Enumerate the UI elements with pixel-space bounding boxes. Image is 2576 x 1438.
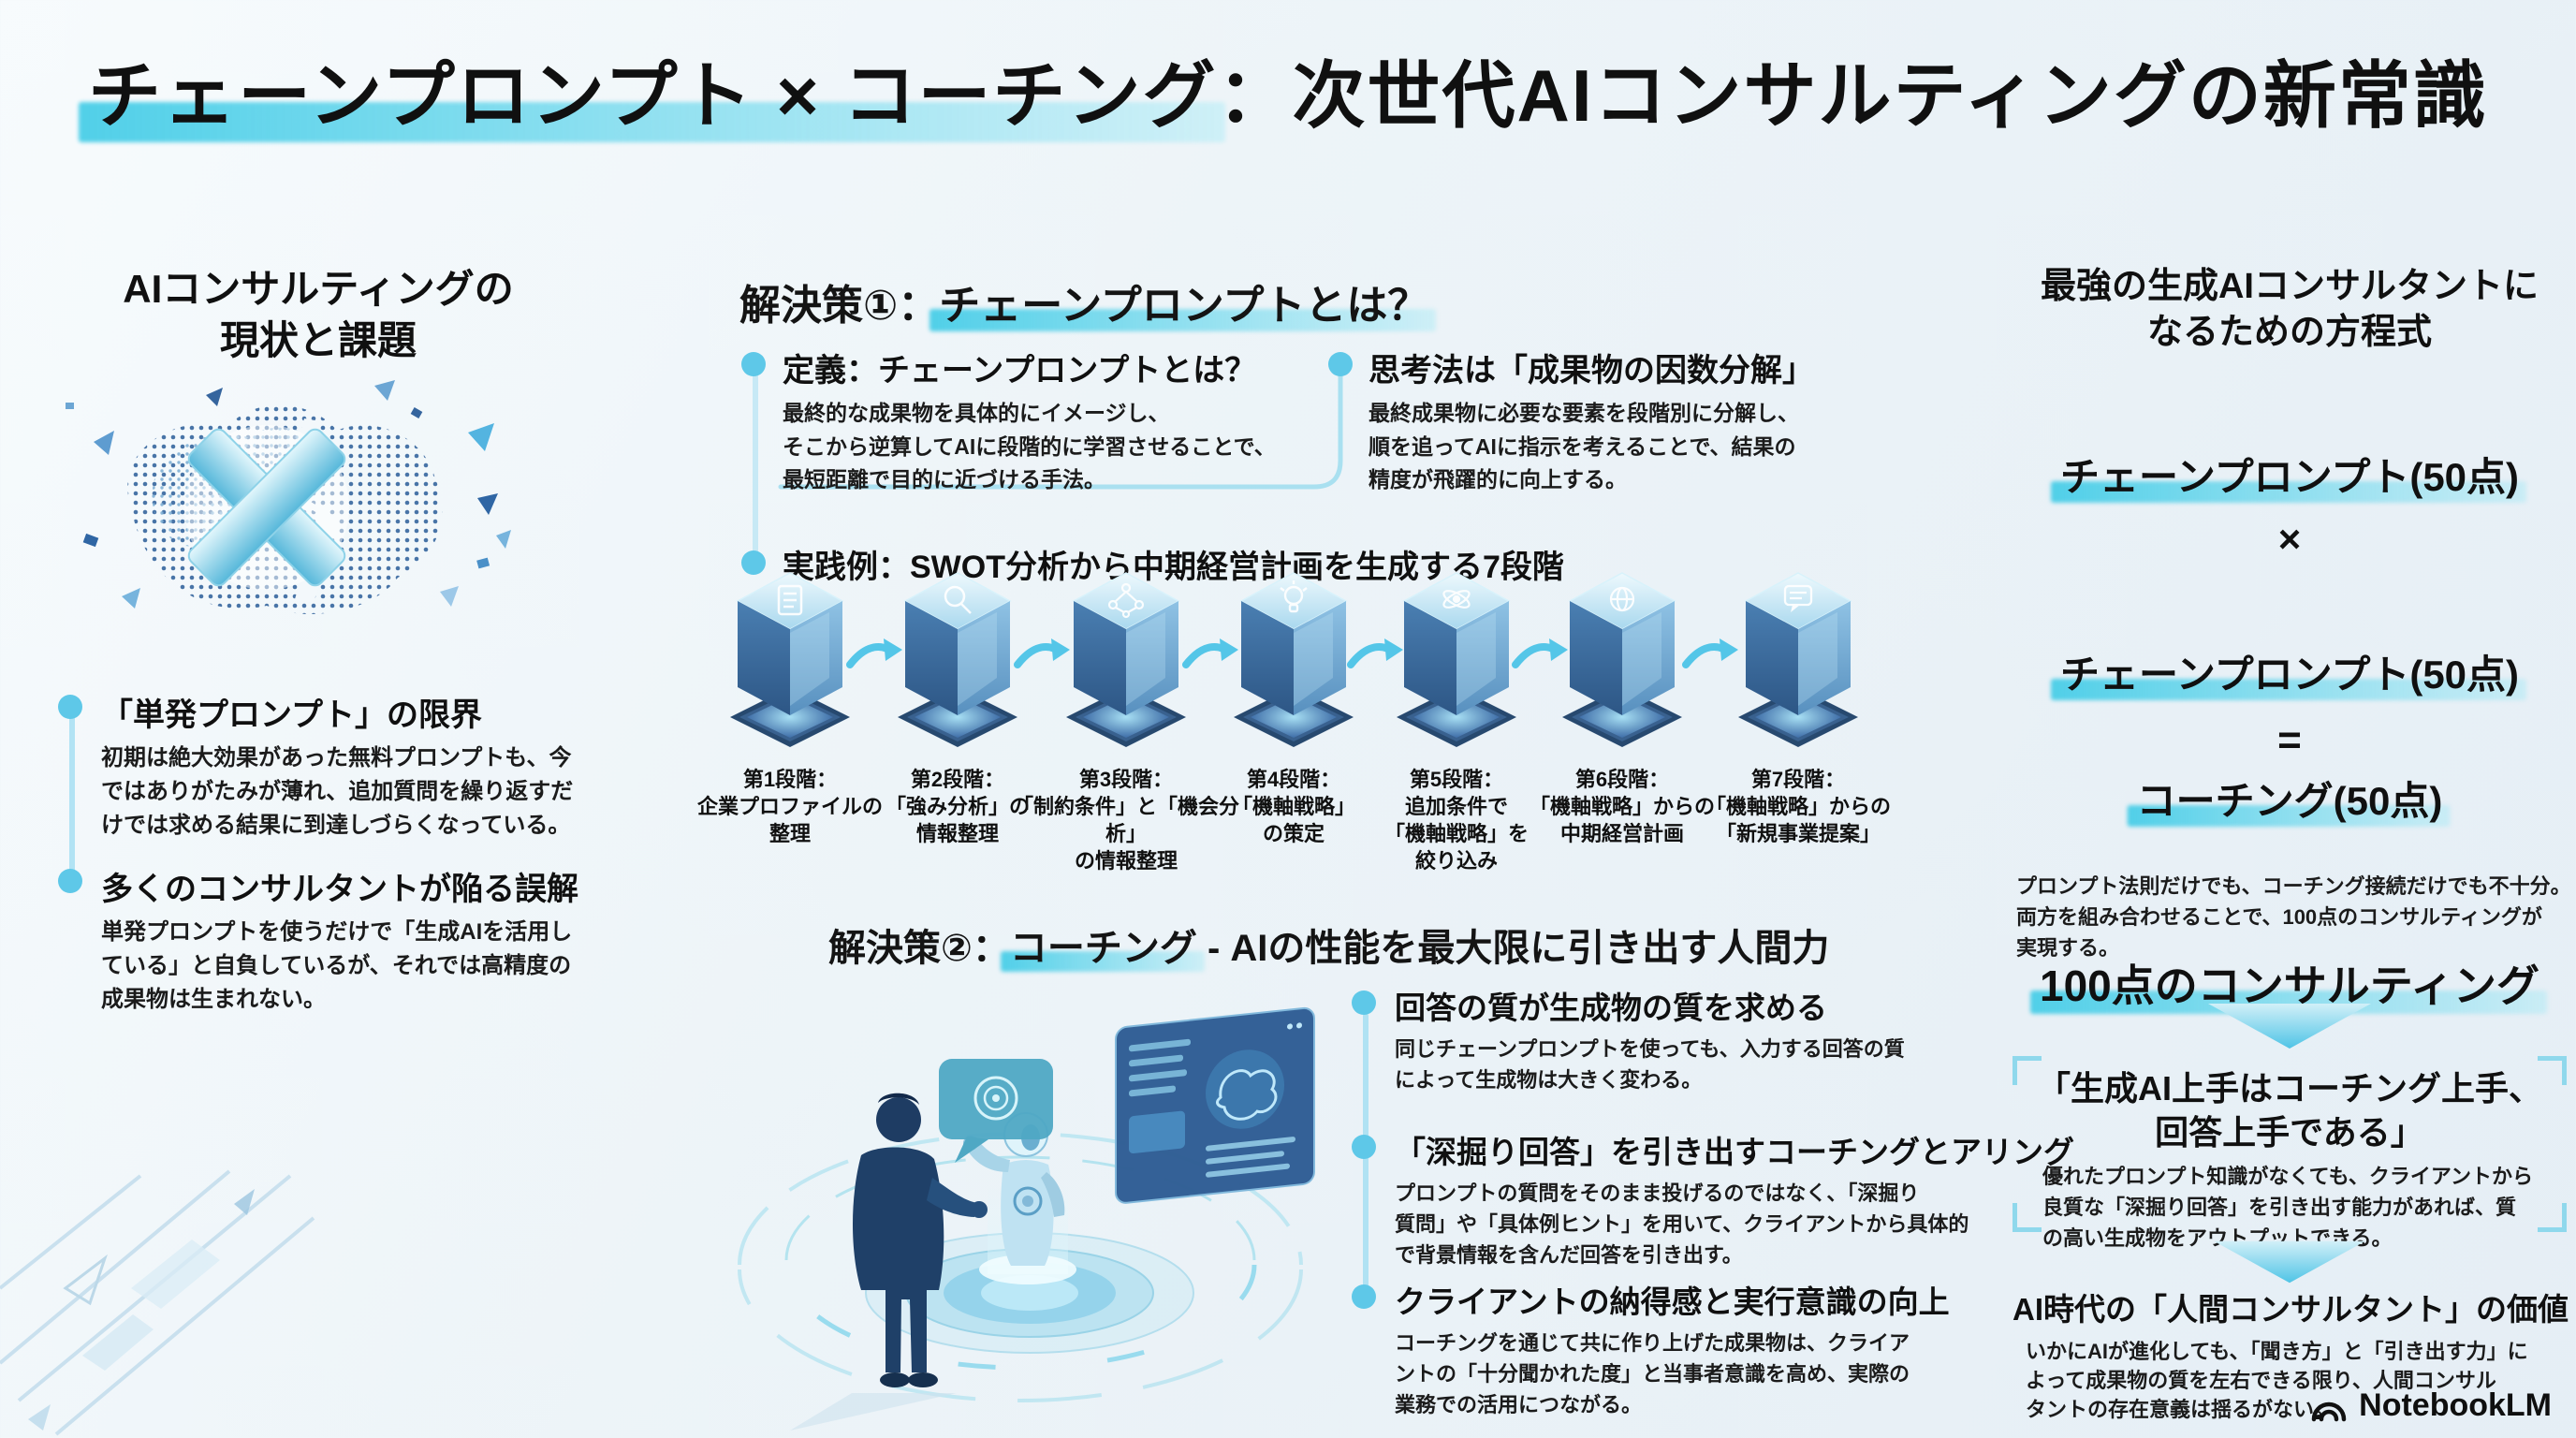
atom-icon	[1442, 590, 1471, 609]
corner-bracket-icon	[2012, 1203, 2042, 1232]
value-body: いかにAIが進化しても、「聞き方」と「引き出す力」に よって成果物の質を左右でき…	[2026, 1340, 2528, 1422]
flow-arrow-icon	[1682, 638, 1738, 668]
definition-thinking-connector	[778, 370, 1343, 490]
stage-label-3: 第3段階： 「制約条件」と「機会分析」 の情報整理	[1012, 768, 1239, 873]
thinking-body: 最終成果物に必要な要素を段階別に分解し、 順を追ってAIに指示を考えることで、結…	[1368, 401, 1799, 492]
sol2-item-1-title: 回答の質が生成物の質を求める	[1395, 990, 1827, 1025]
flow-arrow-icon	[1182, 638, 1238, 668]
sol2-item-2-title: 「深掘り回答」を引き出すコーチングとアリング	[1395, 1135, 2074, 1169]
sol2-item-2-body: プロンプトの質問をそのまま投げるのではなく、「深掘り 質問」や「具体例ヒント」を…	[1395, 1181, 1969, 1267]
quote-title: 「生成AI上手はコーチング上手、 回答上手である」	[2036, 1069, 2542, 1152]
human-ai-coaching-illustration	[738, 1006, 1315, 1431]
holo-glow	[979, 1255, 1076, 1284]
right-heading: 最強の生成AIコンサルタントに なるための方程式	[2040, 267, 2539, 353]
formula-note: プロンプト法則だけでも、コーチング接続だけでも不十分。 両方を組み合わせることで…	[2016, 874, 2571, 960]
flow-arrow-icon	[1014, 638, 1070, 668]
thinking-title: 思考法は「成果物の因数分解」	[1368, 353, 1814, 389]
right-column: 最強の生成AIコンサルタントに なるための方程式 チェーンプロンプト(50点) …	[2012, 0, 2571, 1438]
flow-arrow-icon	[1347, 638, 1403, 668]
stage-cube-6	[1562, 572, 1682, 747]
bullet-dot	[58, 695, 82, 719]
formula-line-3: コーチング(50点)	[2137, 770, 2443, 827]
solution2-heading: 解決策②：コーチング - AIの性能を最大限に引き出す人間力	[828, 917, 1829, 972]
corner-bracket-icon	[2012, 1056, 2042, 1085]
left-section-heading: AIコンサルティングの 現状と課題	[123, 267, 514, 362]
sol2-item-1-body: 同じチェーンプロンプトを使っても、入力する回答の質 によって生成物は大きく変わる…	[1395, 1037, 1905, 1092]
globe-icon	[1609, 586, 1635, 612]
quote-body: 優れたプロンプト知識がなくても、クライアントから 良質な「深掘り回答」を引き出す…	[2042, 1165, 2534, 1250]
corner-bracket-icon	[2538, 1056, 2567, 1085]
notebooklm-logo-icon	[2311, 1401, 2347, 1421]
definition-title: 定義：チェーンプロンプトとは？	[783, 353, 1257, 389]
abstract-lines-decor	[0, 1169, 315, 1436]
corner-bracket-icon	[2538, 1203, 2567, 1232]
bullet-dot	[1328, 352, 1353, 376]
solution1-heading: 解決策①：チェーンプロンプトとは？	[739, 271, 1428, 331]
notebooklm-brand-label: NotebookLM	[2359, 1387, 2552, 1423]
formula-operator-equals: =	[2277, 717, 2302, 763]
stage-label-5: 第5段階： 追加条件で 「機軸戦略」を 絞り込み	[1383, 768, 1529, 873]
solution2-heading-suffix: - AIの性能を最大限に引き出す人間力	[1196, 928, 1830, 969]
flow-arrow-icon	[1512, 638, 1568, 668]
formula-line-2: チェーンプロンプト(50点)	[2060, 643, 2519, 700]
bullet-dot	[1352, 990, 1376, 1015]
stage-cube-1	[730, 572, 850, 747]
lightbulb-icon	[1280, 580, 1308, 613]
holo-platform	[865, 1232, 1194, 1354]
practice-example-label: 実践例：SWOT分析から中期経営計画を生成する7段階	[783, 550, 1564, 585]
stage-cube-7	[1738, 572, 1858, 747]
brain-shards	[66, 380, 511, 609]
brain-screen	[1115, 1006, 1315, 1204]
bullet-dot	[741, 550, 766, 575]
flow-arrow-icon	[846, 638, 902, 668]
left-item-1-title: 「単発プロンプト」の限界	[101, 697, 482, 733]
formula-operator-multiply: ×	[2277, 517, 2302, 561]
page-title-rest: ：次世代AIコンサルティングの新常識	[1217, 54, 2488, 137]
sol2-item-3-title: クライアントの納得感と実行意識の向上	[1395, 1284, 1950, 1319]
stage-label-7: 第7段階： 「機軸戦略」からの 「新規事業提案」	[1705, 768, 1891, 846]
solution2-heading-highlight: コーチング	[1010, 917, 1197, 972]
stage-label-1: 第1段階： 企業プロファイルの 整理	[696, 768, 883, 846]
stage-cube-4	[1234, 572, 1354, 747]
definition-body: 最終的な成果物を具体的にイメージし、 そこから逆算してAIに段階的に学習させるこ…	[783, 401, 1276, 492]
stage-cube-5	[1397, 572, 1516, 747]
network-icon	[1107, 582, 1145, 619]
formula-result: 100点のコンサルティング	[2040, 952, 2539, 1014]
broken-brain-illustration	[66, 380, 511, 614]
solution1-heading-highlight: チェーンプロンプトとは？	[939, 271, 1428, 331]
stage-cube-3	[1066, 572, 1186, 747]
stage-label-6: 第6段階： 「機軸戦略」からの 中期経営計画	[1529, 768, 1715, 846]
notebooklm-brand: NotebookLM	[2308, 1387, 2552, 1424]
value-title: AI時代の「人間コンサルタント」の価値	[2012, 1292, 2569, 1327]
bullet-dot	[1352, 1284, 1376, 1309]
left-item-2-body: 単発プロンプトを使うだけで「生成AIを活用し ている」と自負しているが、それでは…	[101, 919, 573, 1012]
sol2-item-3-body: コーチングを通じて共に作り上げた成果物は、クライア ントの「十分聞かれた度」と当…	[1395, 1331, 1910, 1416]
left-bullet-connector	[69, 710, 75, 888]
speech-bubble	[939, 1059, 1053, 1163]
quote-box: 「生成AI上手はコーチング上手、 回答上手である」 優れたプロンプト知識がなくて…	[2012, 1056, 2567, 1250]
bullet-dot	[58, 869, 82, 893]
stage-cube-2	[898, 572, 1017, 747]
formula-line-1: チェーンプロンプト(50点)	[2060, 446, 2519, 503]
document-icon	[777, 584, 803, 616]
solution1-heading-prefix: 解決策①：	[739, 283, 940, 329]
bullet-dot	[1352, 1135, 1376, 1159]
page-title: チェーンプロンプト × コーチング：次世代AIコンサルティングの新常識	[0, 37, 2576, 142]
stage-label-4: 第4段階： 「機軸戦略」 の策定	[1231, 768, 1355, 846]
big-x-mark	[187, 428, 346, 587]
magnifier-icon	[944, 585, 972, 614]
chevron-down-icon	[2214, 1240, 2365, 1284]
solution2-heading-prefix: 解決策②：	[828, 928, 1010, 969]
bullet-dot	[741, 352, 766, 376]
chevron-down-icon	[2208, 1004, 2371, 1049]
stage-label-2: 第2段階： 「強み分析」の 情報整理	[885, 768, 1030, 846]
sol1-bullet-connector	[753, 373, 758, 555]
left-item-1-body: 初期は絶大効果があった無料プロンプトも、今 ではありがたみが薄れ、追加質問を繰り…	[101, 745, 574, 838]
chat-icon	[1783, 584, 1813, 612]
left-item-2-title: 多くのコンサルタントが陥る誤解	[101, 872, 578, 907]
consultant-person	[790, 1093, 988, 1431]
page-title-highlight: チェーンプロンプト × コーチング	[88, 37, 1217, 142]
